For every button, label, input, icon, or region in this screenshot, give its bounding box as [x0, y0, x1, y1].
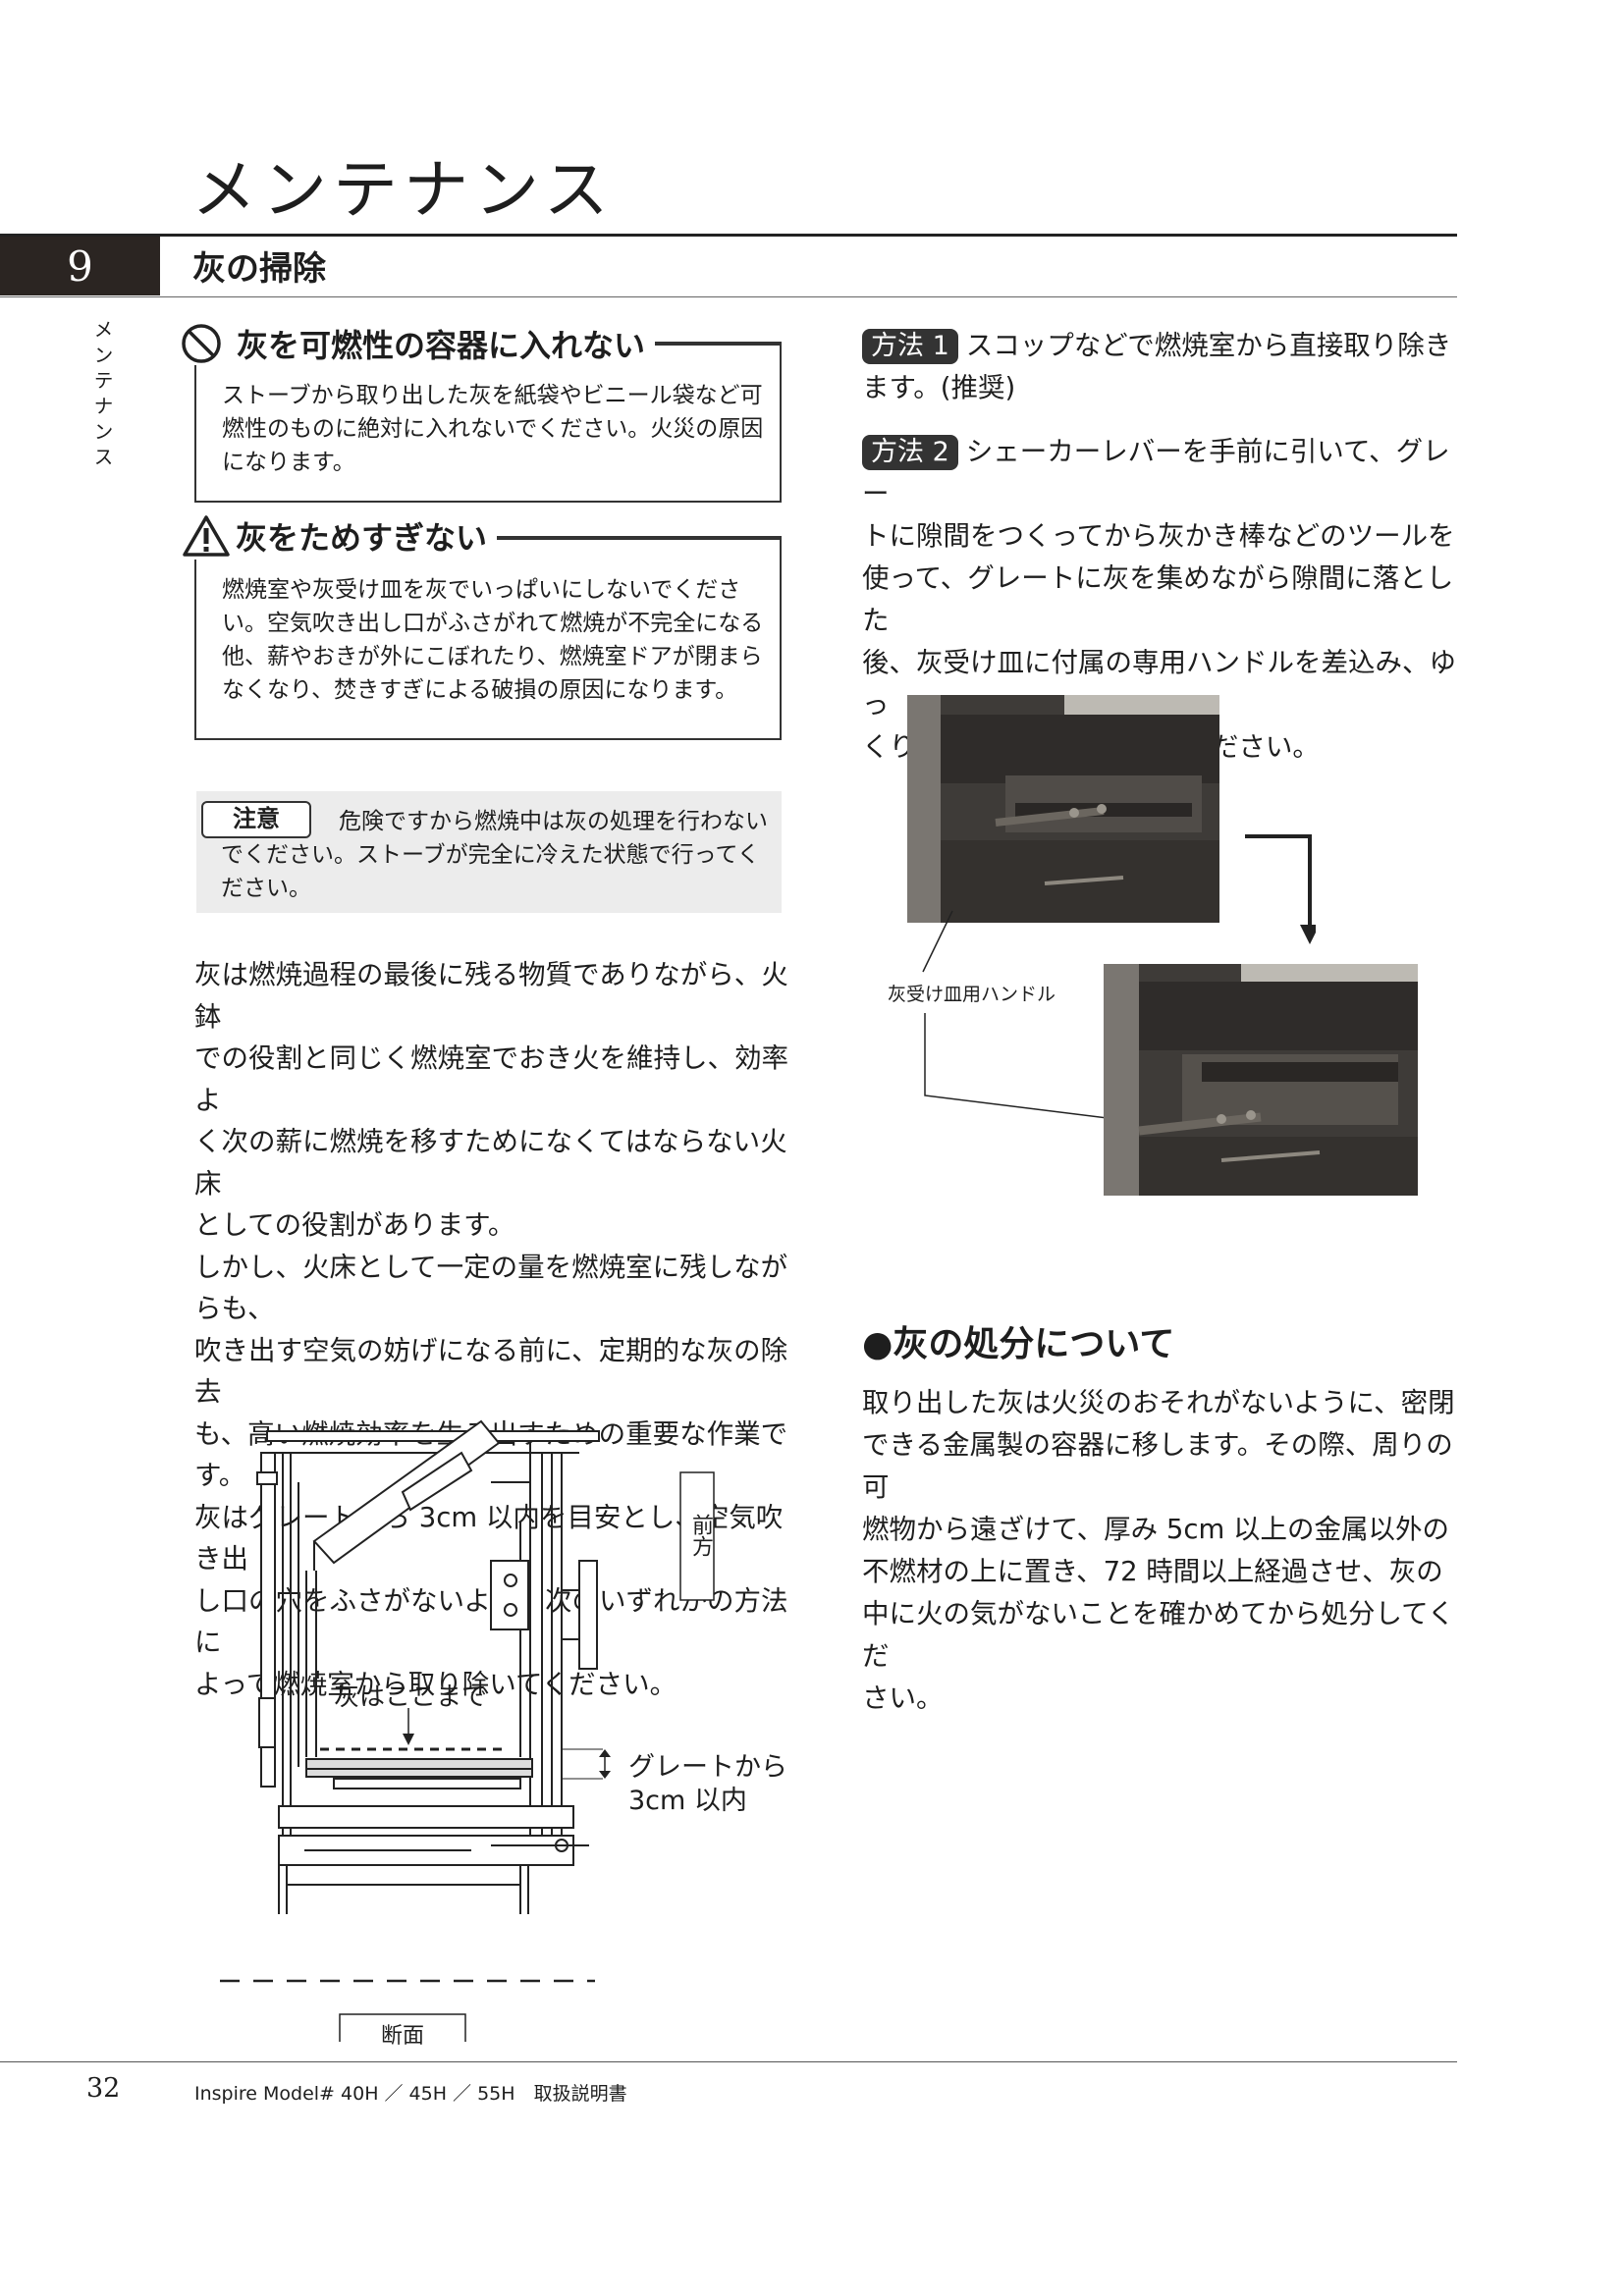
- method-2-line: トに隙間をつくってから灰かき棒などのツールを: [862, 520, 1455, 552]
- page-title: メンテナンス: [191, 152, 615, 228]
- diagram-section-label: 断面: [380, 2024, 424, 2049]
- photo-caption: 灰受け皿用ハンドル: [888, 984, 1056, 1005]
- prohibition-text: ストーブから取り出した灰を紙袋やビニール袋など可 燃性のものに絶対に入れないでく…: [222, 379, 772, 479]
- side-tab: メンテナンス: [90, 319, 114, 472]
- prohibition-head-line: [609, 344, 782, 346]
- note-text: 危険ですから燃焼中は灰の処理を行わないでください。ストーブが完全に冷えた状態で行…: [221, 809, 768, 901]
- diagram-grate-label-2: 3cm 以内: [628, 1786, 747, 1816]
- warning-text: 燃焼室や灰受け皿を灰でいっぱいにしないでくださ い。空気吹き出し口がふさがれて燃…: [222, 573, 772, 707]
- body-line: 灰は燃焼過程の最後に残る物質でありながら、火鉢: [194, 959, 788, 1033]
- note-box: 危険ですから燃焼中は灰の処理を行わないでください。ストーブが完全に冷えた状態で行…: [196, 791, 782, 913]
- ash-pan-photo-2: [1104, 964, 1418, 1196]
- body-line: く次の薪に燃焼を移すためになくてはならない火床: [194, 1126, 787, 1200]
- down-arrow-icon: [1245, 834, 1316, 944]
- stove-cross-section-diagram: [220, 1419, 715, 2042]
- prohibition-line: 燃性のものに絶対に入れないでください。火災の原因: [222, 416, 764, 442]
- warning-line: なくなり、焚きすぎによる破損の原因になります。: [222, 677, 738, 703]
- diagram-grate-label-1: グレートから: [628, 1752, 787, 1783]
- ash-pan-photo-1: [907, 695, 1219, 923]
- warning-triangle-icon: [183, 515, 230, 557]
- ash-disposal-line: さい。: [862, 1682, 944, 1714]
- section-top-rule: [0, 234, 1457, 237]
- diagram-front-label: 前方: [688, 1514, 713, 1557]
- prohibition-line: になります。: [222, 450, 355, 475]
- ash-disposal-line: できる金属製の容器に移します。その際、周りの可: [862, 1429, 1453, 1503]
- method-1-line: ます。(推奨): [862, 372, 1016, 403]
- ash-disposal-line: 不燃材の上に置き、72 時間以上経過させ、灰の: [862, 1556, 1443, 1587]
- method-2-line: 使って、グレートに灰を集めながら隙間に落とした: [862, 562, 1454, 636]
- ash-disposal-line: 取り出した灰は火災のおそれがないように、密閉: [862, 1387, 1455, 1418]
- ash-disposal-text: 取り出した灰は火災のおそれがないように、密閉 できる金属製の容器に移します。その…: [862, 1382, 1457, 1720]
- body-paragraph: 灰は燃焼過程の最後に残る物質でありながら、火鉢 での役割と同じく燃焼室でおき火を…: [194, 954, 789, 1705]
- page-number: 32: [86, 2073, 121, 2104]
- prohibition-line: ストーブから取り出した灰を紙袋やビニール袋など可: [222, 383, 763, 408]
- section-title: 灰の掃除: [192, 249, 326, 289]
- prohibition-heading: 灰を可燃性の容器に入れない: [180, 322, 656, 365]
- body-line: 吹き出す空気の妨げになる前に、定期的な灰の除去: [194, 1334, 788, 1409]
- diagram-ash-label: 灰はここまで: [334, 1682, 488, 1712]
- body-line: しかし、火床として一定の量を燃焼室に残しながらも、: [194, 1251, 788, 1325]
- body-line: での役割と同じく燃焼室でおき火を維持し、効率よ: [194, 1042, 788, 1116]
- method-2-line: シェーカーレバーを手前に引いて、グレー: [862, 436, 1450, 509]
- warning-heading-text: 灰をためすぎない: [236, 519, 488, 557]
- section-number: 9: [0, 237, 160, 295]
- warning-line: い。空気吹き出し口がふさがれて燃焼が不完全になる: [222, 611, 764, 636]
- footer-text: Inspire Model# 40H ／ 45H ／ 55H 取扱説明書: [194, 2083, 627, 2105]
- prohibition-icon: [182, 324, 221, 363]
- method-2-line: 後、灰受け皿に付属の専用ハンドルを差込み、ゆっ: [862, 647, 1456, 721]
- ash-disposal-heading: ●灰の処分について: [862, 1324, 1175, 1364]
- warning-head-line: [491, 538, 782, 540]
- method-1-line: スコップなどで燃焼室から直接取り除き: [965, 330, 1452, 361]
- note-label: 注意: [201, 801, 311, 838]
- prohibition-heading-text: 灰を可燃性の容器に入れない: [237, 327, 646, 364]
- footer-rule: [0, 2061, 1457, 2062]
- body-line: としての役割があります。: [194, 1209, 515, 1241]
- method-2-label: 方法 2: [862, 435, 958, 470]
- warning-line: 他、薪やおきが外にこぼれたり、燃焼室ドアが閉まら: [222, 644, 763, 669]
- warning-line: 燃焼室や灰受け皿を灰でいっぱいにしないでくださ: [222, 577, 741, 603]
- warning-heading: 灰をためすぎない: [183, 512, 498, 560]
- ash-disposal-line: 燃物から遠ざけて、厚み 5cm 以上の金属以外の: [862, 1514, 1450, 1545]
- section-bottom-rule: [0, 296, 1457, 297]
- ash-disposal-line: 中に火の気がないことを確かめてから処分してくだ: [862, 1598, 1455, 1672]
- method-1-label: 方法 1: [862, 329, 958, 364]
